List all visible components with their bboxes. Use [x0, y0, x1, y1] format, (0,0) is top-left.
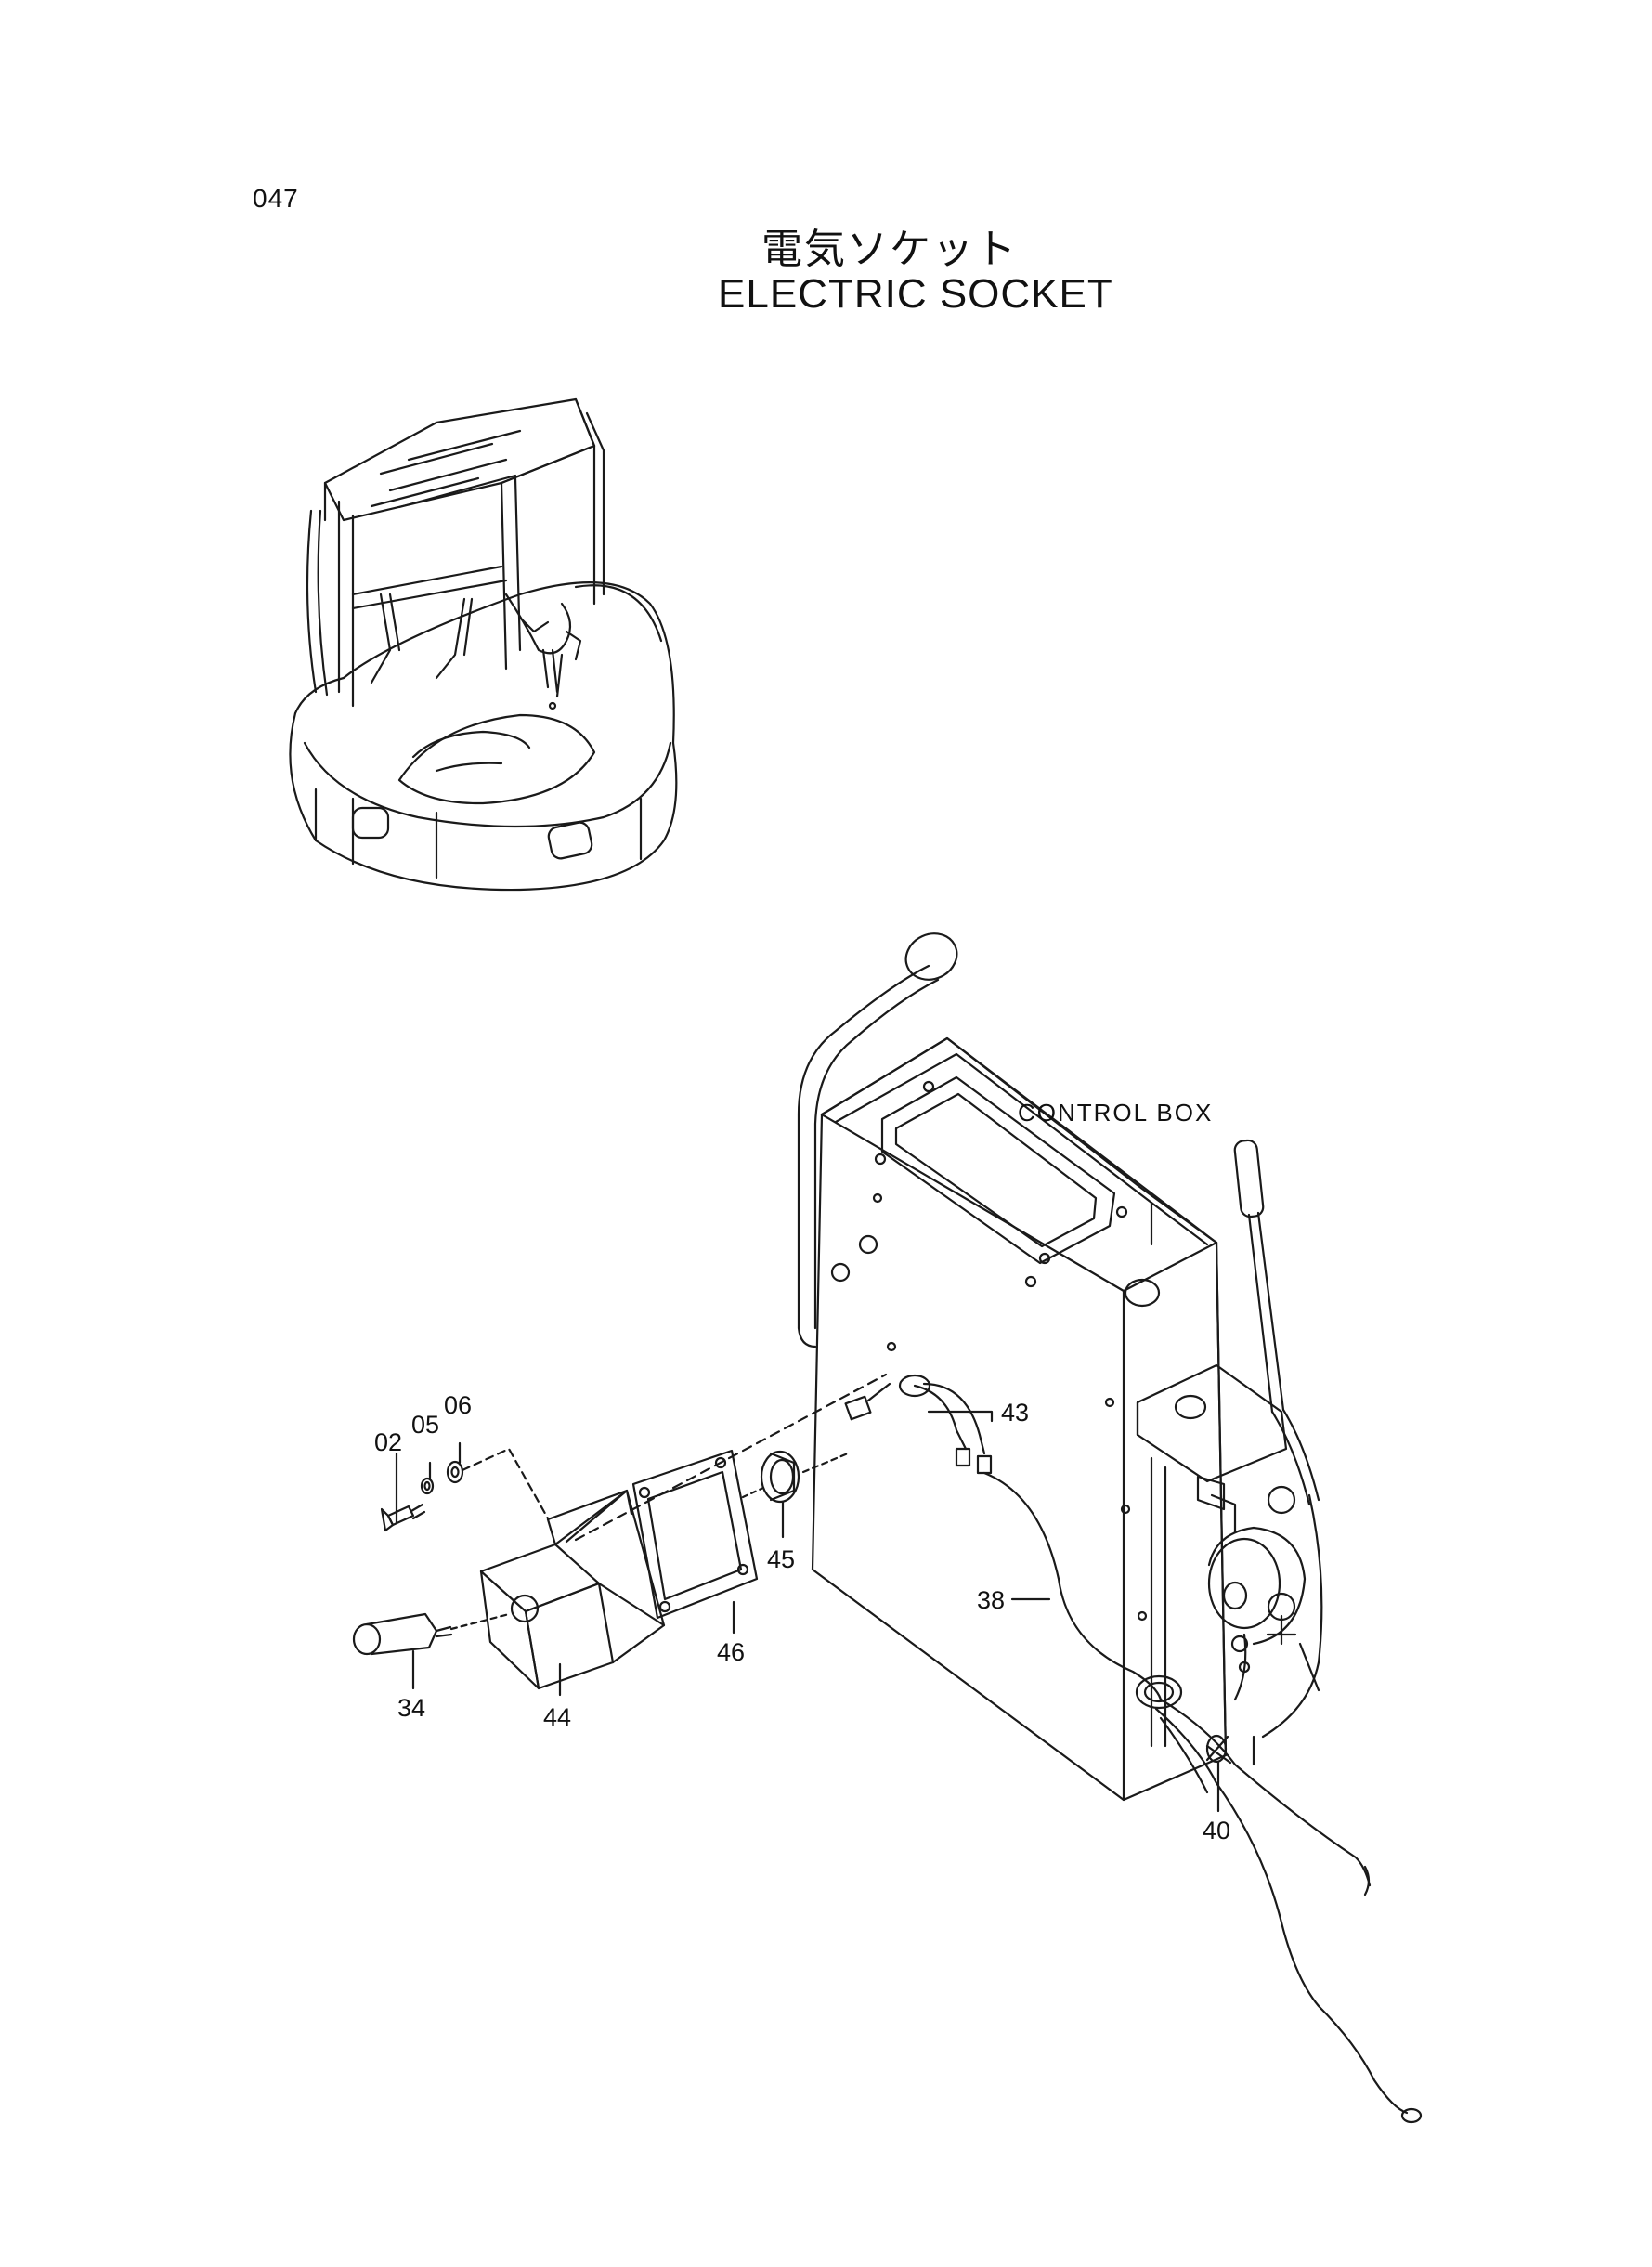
control-box-label: CONTROL BOX [1018, 1099, 1213, 1127]
callout-34: 34 [397, 1694, 425, 1722]
page-number: 047 [253, 184, 299, 213]
callout-02: 02 [374, 1428, 402, 1456]
control-box [797, 932, 1323, 1802]
title-japanese: 電気ソケット [761, 226, 1018, 273]
callout-43: 43 [1001, 1399, 1029, 1427]
title-english: ELECTRIC SOCKET [718, 271, 1113, 317]
socket-assembly [352, 1373, 888, 1690]
callout-06: 06 [444, 1391, 472, 1419]
callout-40: 40 [1203, 1817, 1230, 1844]
callout-45: 45 [767, 1545, 795, 1573]
machine-overview [289, 397, 678, 892]
callout-leaders [395, 1410, 1220, 1813]
wire-harness [844, 1382, 1423, 2124]
callout-44: 44 [543, 1703, 571, 1731]
callout-05: 05 [411, 1411, 439, 1439]
callout-38: 38 [977, 1586, 1005, 1614]
callout-46: 46 [717, 1638, 745, 1666]
